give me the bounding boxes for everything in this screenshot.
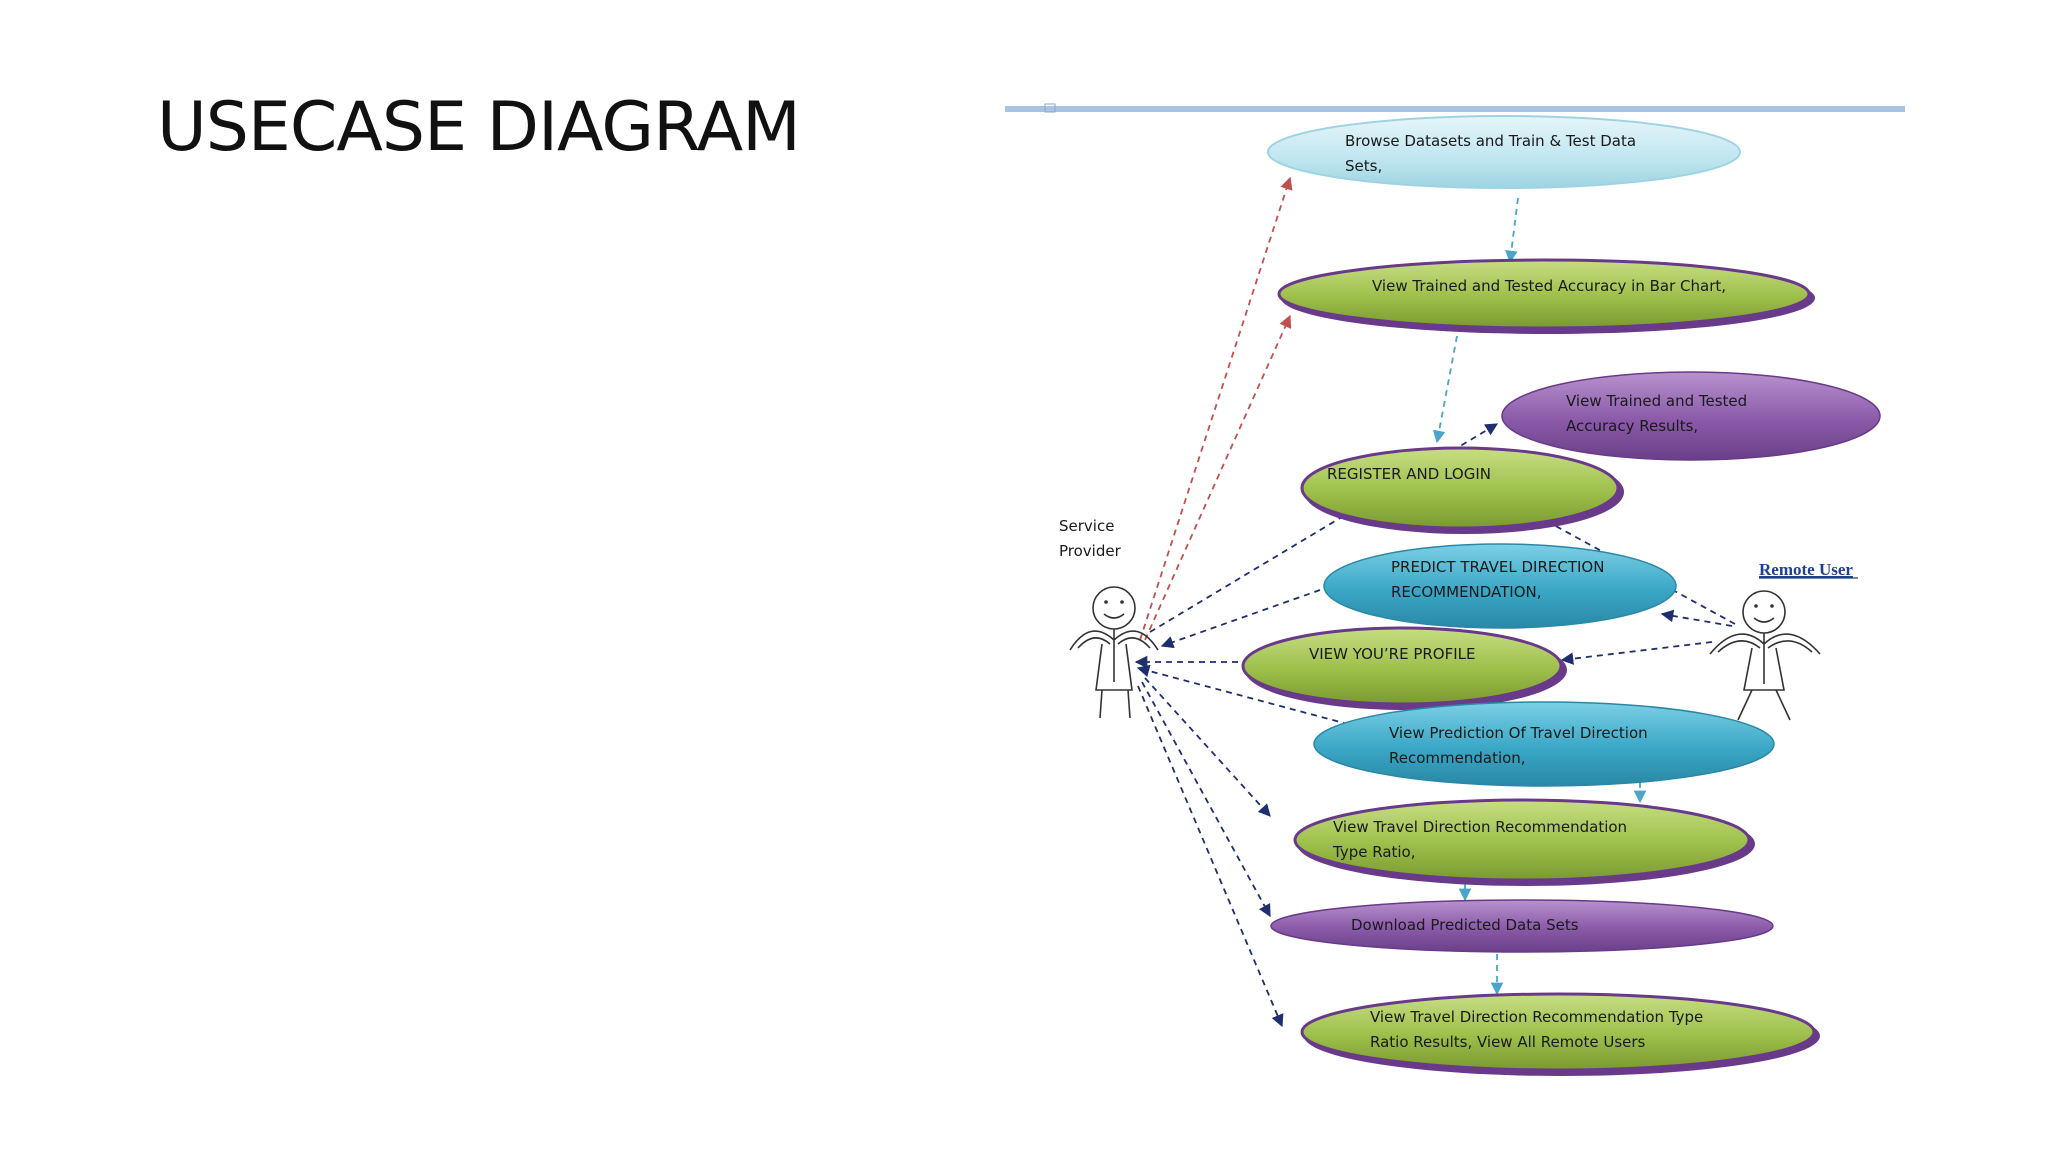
arrow-predict-provider: [1160, 589, 1321, 649]
use-case-view-trained-results: View Trained and Tested Accuracy Results…: [1501, 371, 1881, 461]
actor-label-remote-user: Remote User: [1759, 560, 1853, 579]
ruler-strip: [1005, 103, 1905, 113]
use-case-label: PREDICT TRAVEL DIRECTION: [1391, 558, 1604, 576]
arrow-viewpred-provider: [1136, 664, 1371, 731]
use-case-register-login: REGISTER AND LOGIN: [1300, 446, 1624, 534]
use-case-label: Ratio Results, View All Remote Users: [1370, 1033, 1646, 1051]
use-case-label: Accuracy Results,: [1566, 417, 1698, 435]
arrow-provider-ratio-results: [1137, 685, 1284, 1028]
use-case-label: View Prediction Of Travel Direction: [1389, 724, 1648, 742]
arrow-remote-predict: [1660, 609, 1733, 627]
use-case-label: Sets,: [1345, 157, 1382, 175]
use-case-browse: Browse Datasets and Train & Test Data Se…: [1267, 115, 1741, 189]
actor-remote-user: [1709, 590, 1821, 721]
use-case-label: View Travel Direction Recommendation: [1333, 818, 1627, 836]
arrow-provider-browse: [1139, 176, 1293, 641]
actor-label-service-provider: Service: [1059, 517, 1114, 535]
use-case-predict-direction: PREDICT TRAVEL DIRECTION RECOMMENDATION,: [1323, 543, 1677, 629]
actor-service-provider: [1069, 586, 1159, 719]
use-case-view-profile: VIEW YOU’RE PROFILE: [1241, 626, 1567, 710]
use-case-label: VIEW YOU’RE PROFILE: [1309, 645, 1476, 663]
arrow-provider-type-ratio: [1144, 677, 1271, 817]
use-case-label: RECOMMENDATION,: [1391, 583, 1542, 601]
use-case-label: Download Predicted Data Sets: [1351, 916, 1579, 934]
use-case-type-ratio: View Travel Direction Recommendation Typ…: [1293, 798, 1755, 886]
arrow-remote-register: [1528, 511, 1736, 625]
arrow-provider-trained-results: [1149, 423, 1499, 633]
use-case-label: REGISTER AND LOGIN: [1327, 465, 1491, 483]
use-case-view-trained-bar-chart: View Trained and Tested Accuracy in Bar …: [1277, 258, 1815, 334]
use-case-label: Browse Datasets and Train & Test Data: [1345, 132, 1636, 150]
use-case-label: View Trained and Tested Accuracy in Bar …: [1372, 277, 1726, 295]
use-case-ratio-results: View Travel Direction Recommendation Typ…: [1300, 992, 1820, 1076]
use-case-view-prediction: View Prediction Of Travel Direction Reco…: [1313, 701, 1775, 787]
use-case-label: View Trained and Tested: [1566, 392, 1747, 410]
connections: [1134, 176, 1736, 1028]
arrow-provider-download: [1141, 681, 1271, 918]
arrow-trained-bar-register: [1432, 335, 1458, 444]
use-case-label: Recommendation,: [1389, 749, 1526, 767]
arrow-provider-trained-bar: [1144, 314, 1292, 641]
use-case-download: Download Predicted Data Sets: [1270, 899, 1774, 953]
arrow-browse-trained-bar: [1505, 197, 1519, 264]
use-case-label: Type Ratio,: [1332, 843, 1416, 861]
page-title: USECASE DIAGRAM: [157, 88, 801, 167]
arrow-remote-profile: [1560, 641, 1713, 665]
actor-label-service-provider: Provider: [1059, 542, 1122, 560]
use-case-label: View Travel Direction Recommendation Typ…: [1370, 1008, 1703, 1026]
